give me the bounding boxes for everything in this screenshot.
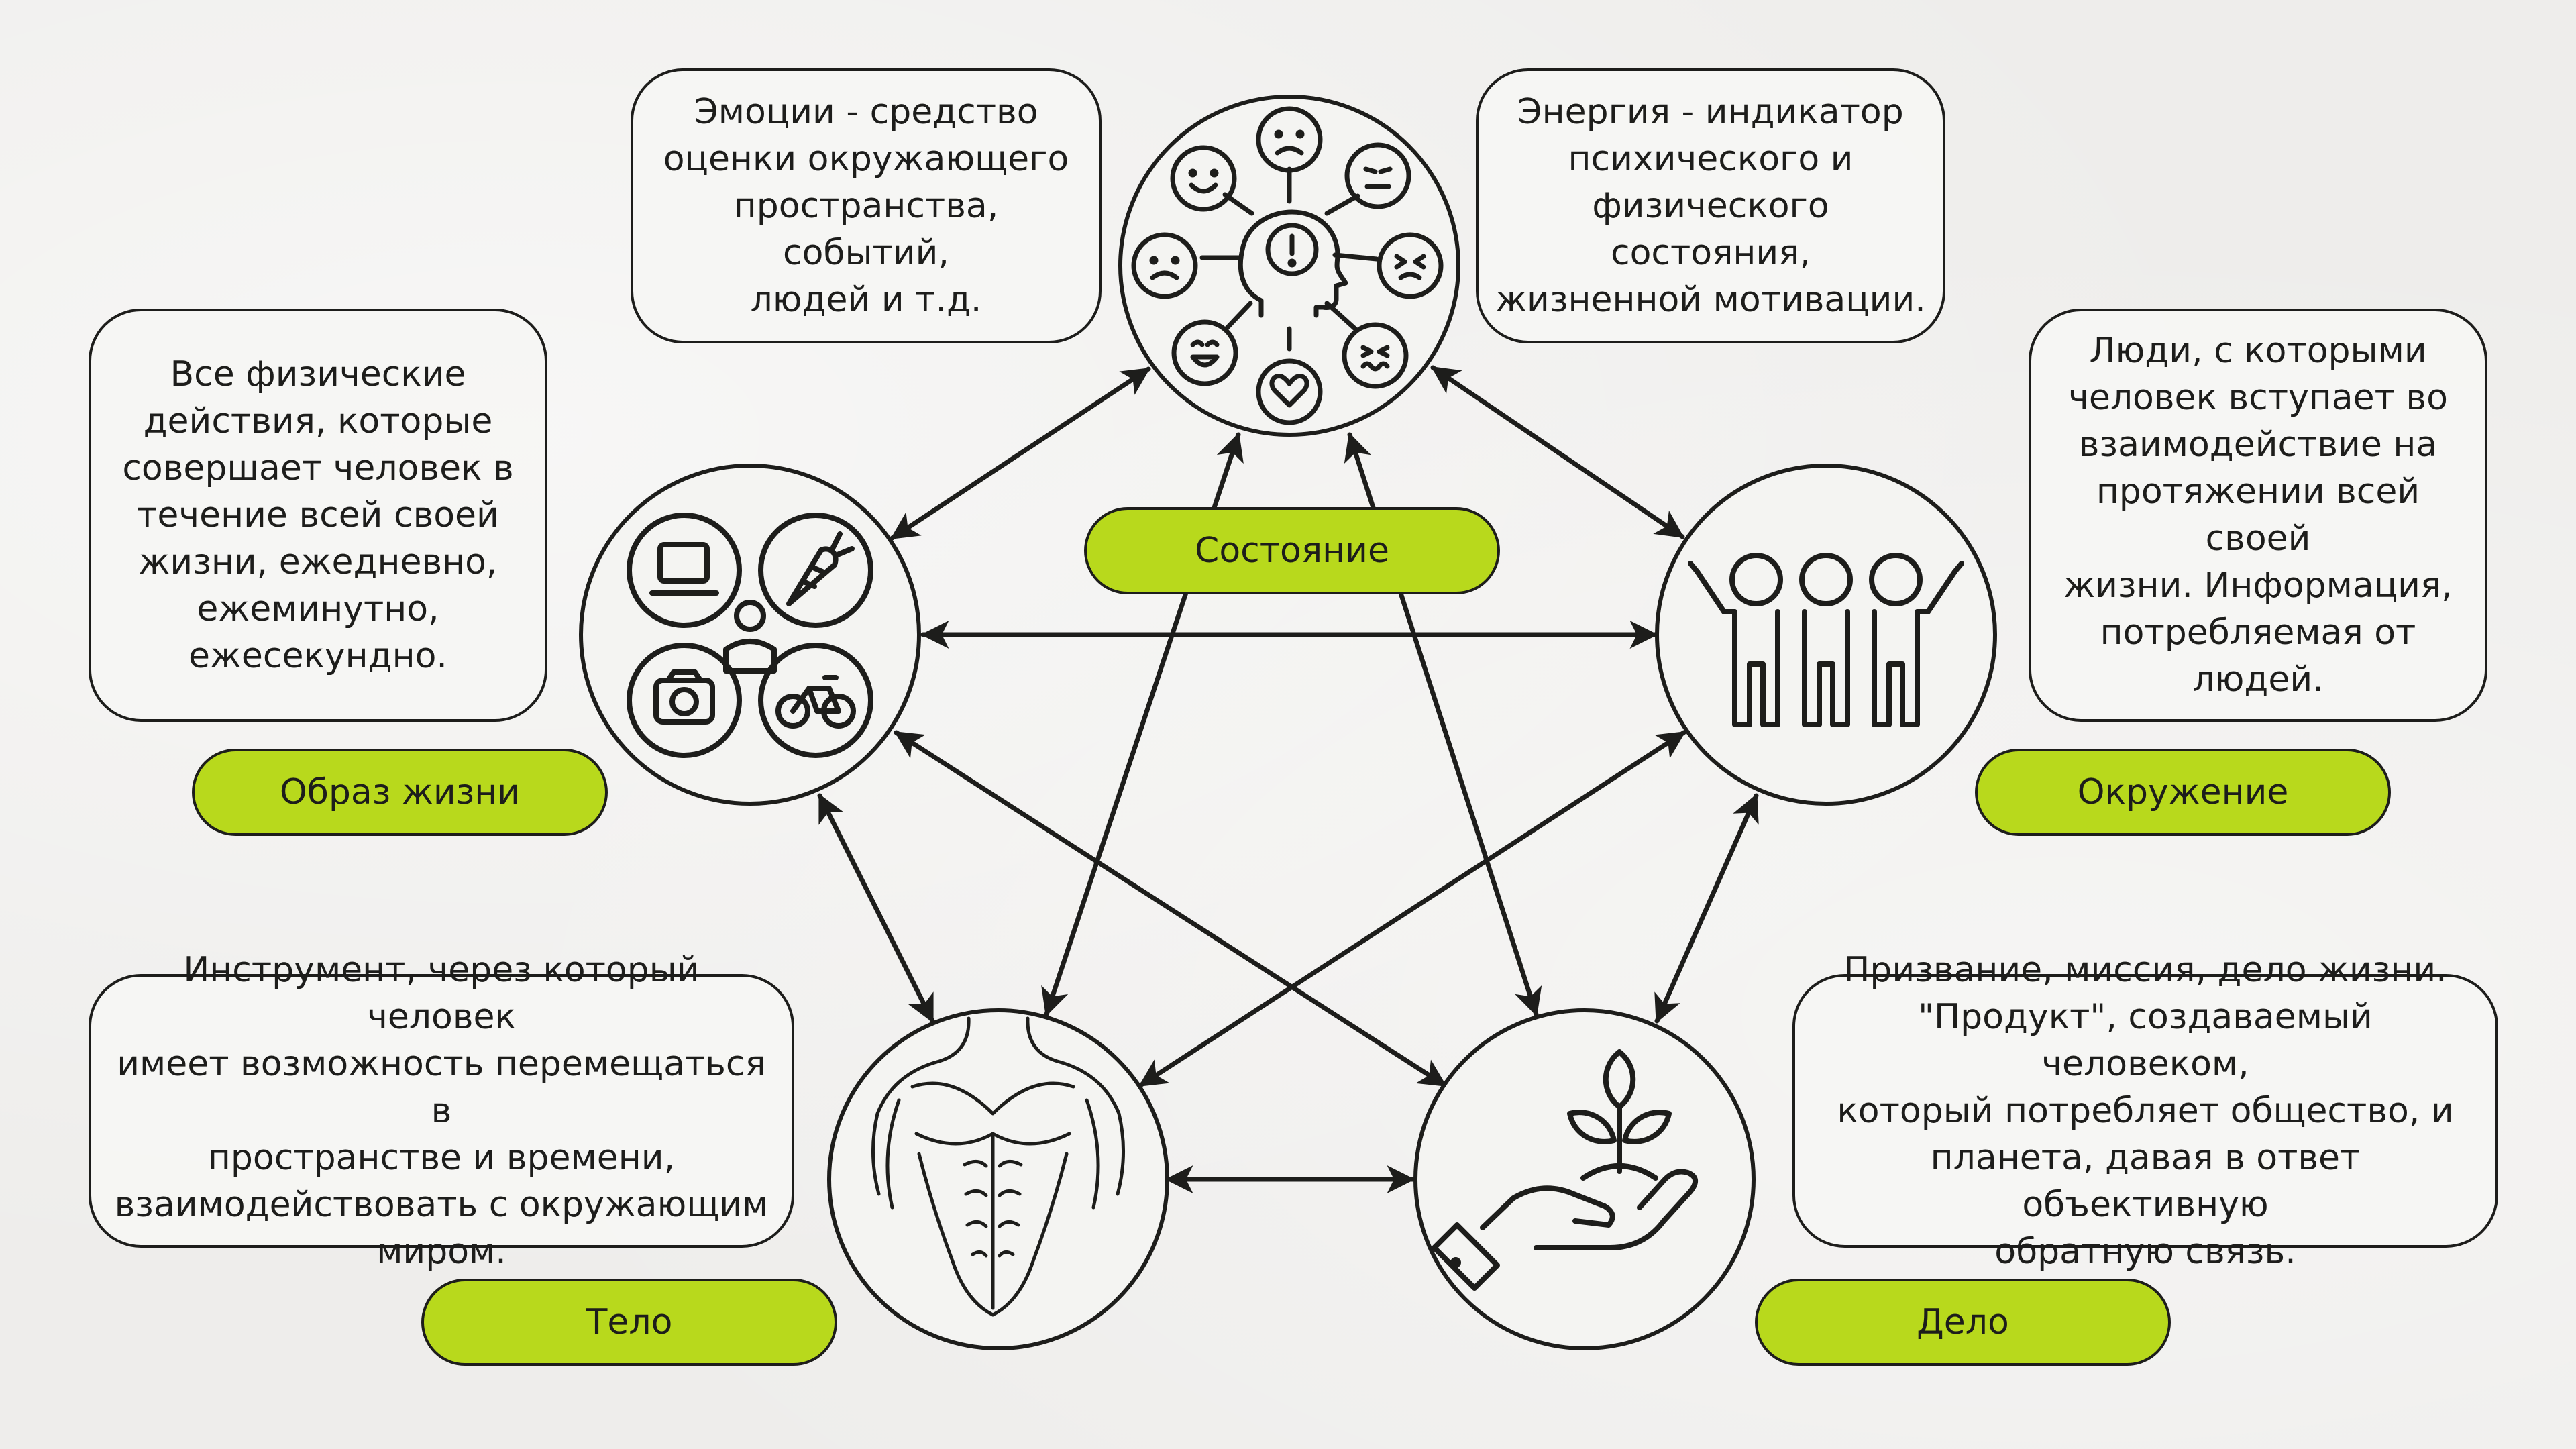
hand-sprout-icon [1432,1049,1698,1291]
arrow-state-environment [1430,365,1685,539]
label-lifestyle: Образ жизни [192,749,608,836]
description-people: Люди, с которыми человек вступает во вза… [2029,309,2487,722]
arrow-lifestyle-body [817,793,935,1024]
arrow-environment-work [1654,793,1759,1024]
people-group-icon [1688,553,1964,727]
node-body [827,1008,1169,1350]
label-work: Дело [1755,1279,2171,1366]
arrow-state-lifestyle [890,366,1151,541]
description-work: Призвание, миссия, дело жизни. "Продукт"… [1792,950,2498,1272]
label-state: Состояние [1084,507,1500,594]
node-lifestyle [579,464,921,806]
lifestyle-activities-icon [627,513,873,758]
torso-icon [871,1016,1125,1317]
arrow-environment-body [1138,730,1686,1088]
emotions-head-icon [1131,106,1444,425]
description-energy: Энергия - индикатор психического и физич… [1476,68,1945,343]
label-environment: Окружение [1975,749,2391,836]
node-environment [1655,464,1997,806]
label-body: Тело [421,1279,837,1366]
description-emotions: Эмоции - средство оценки окружающего про… [631,68,1102,343]
description-lifestyle: Все физические действия, которые соверша… [89,309,547,722]
description-body: Инструмент, через который человек имеет … [89,950,794,1272]
